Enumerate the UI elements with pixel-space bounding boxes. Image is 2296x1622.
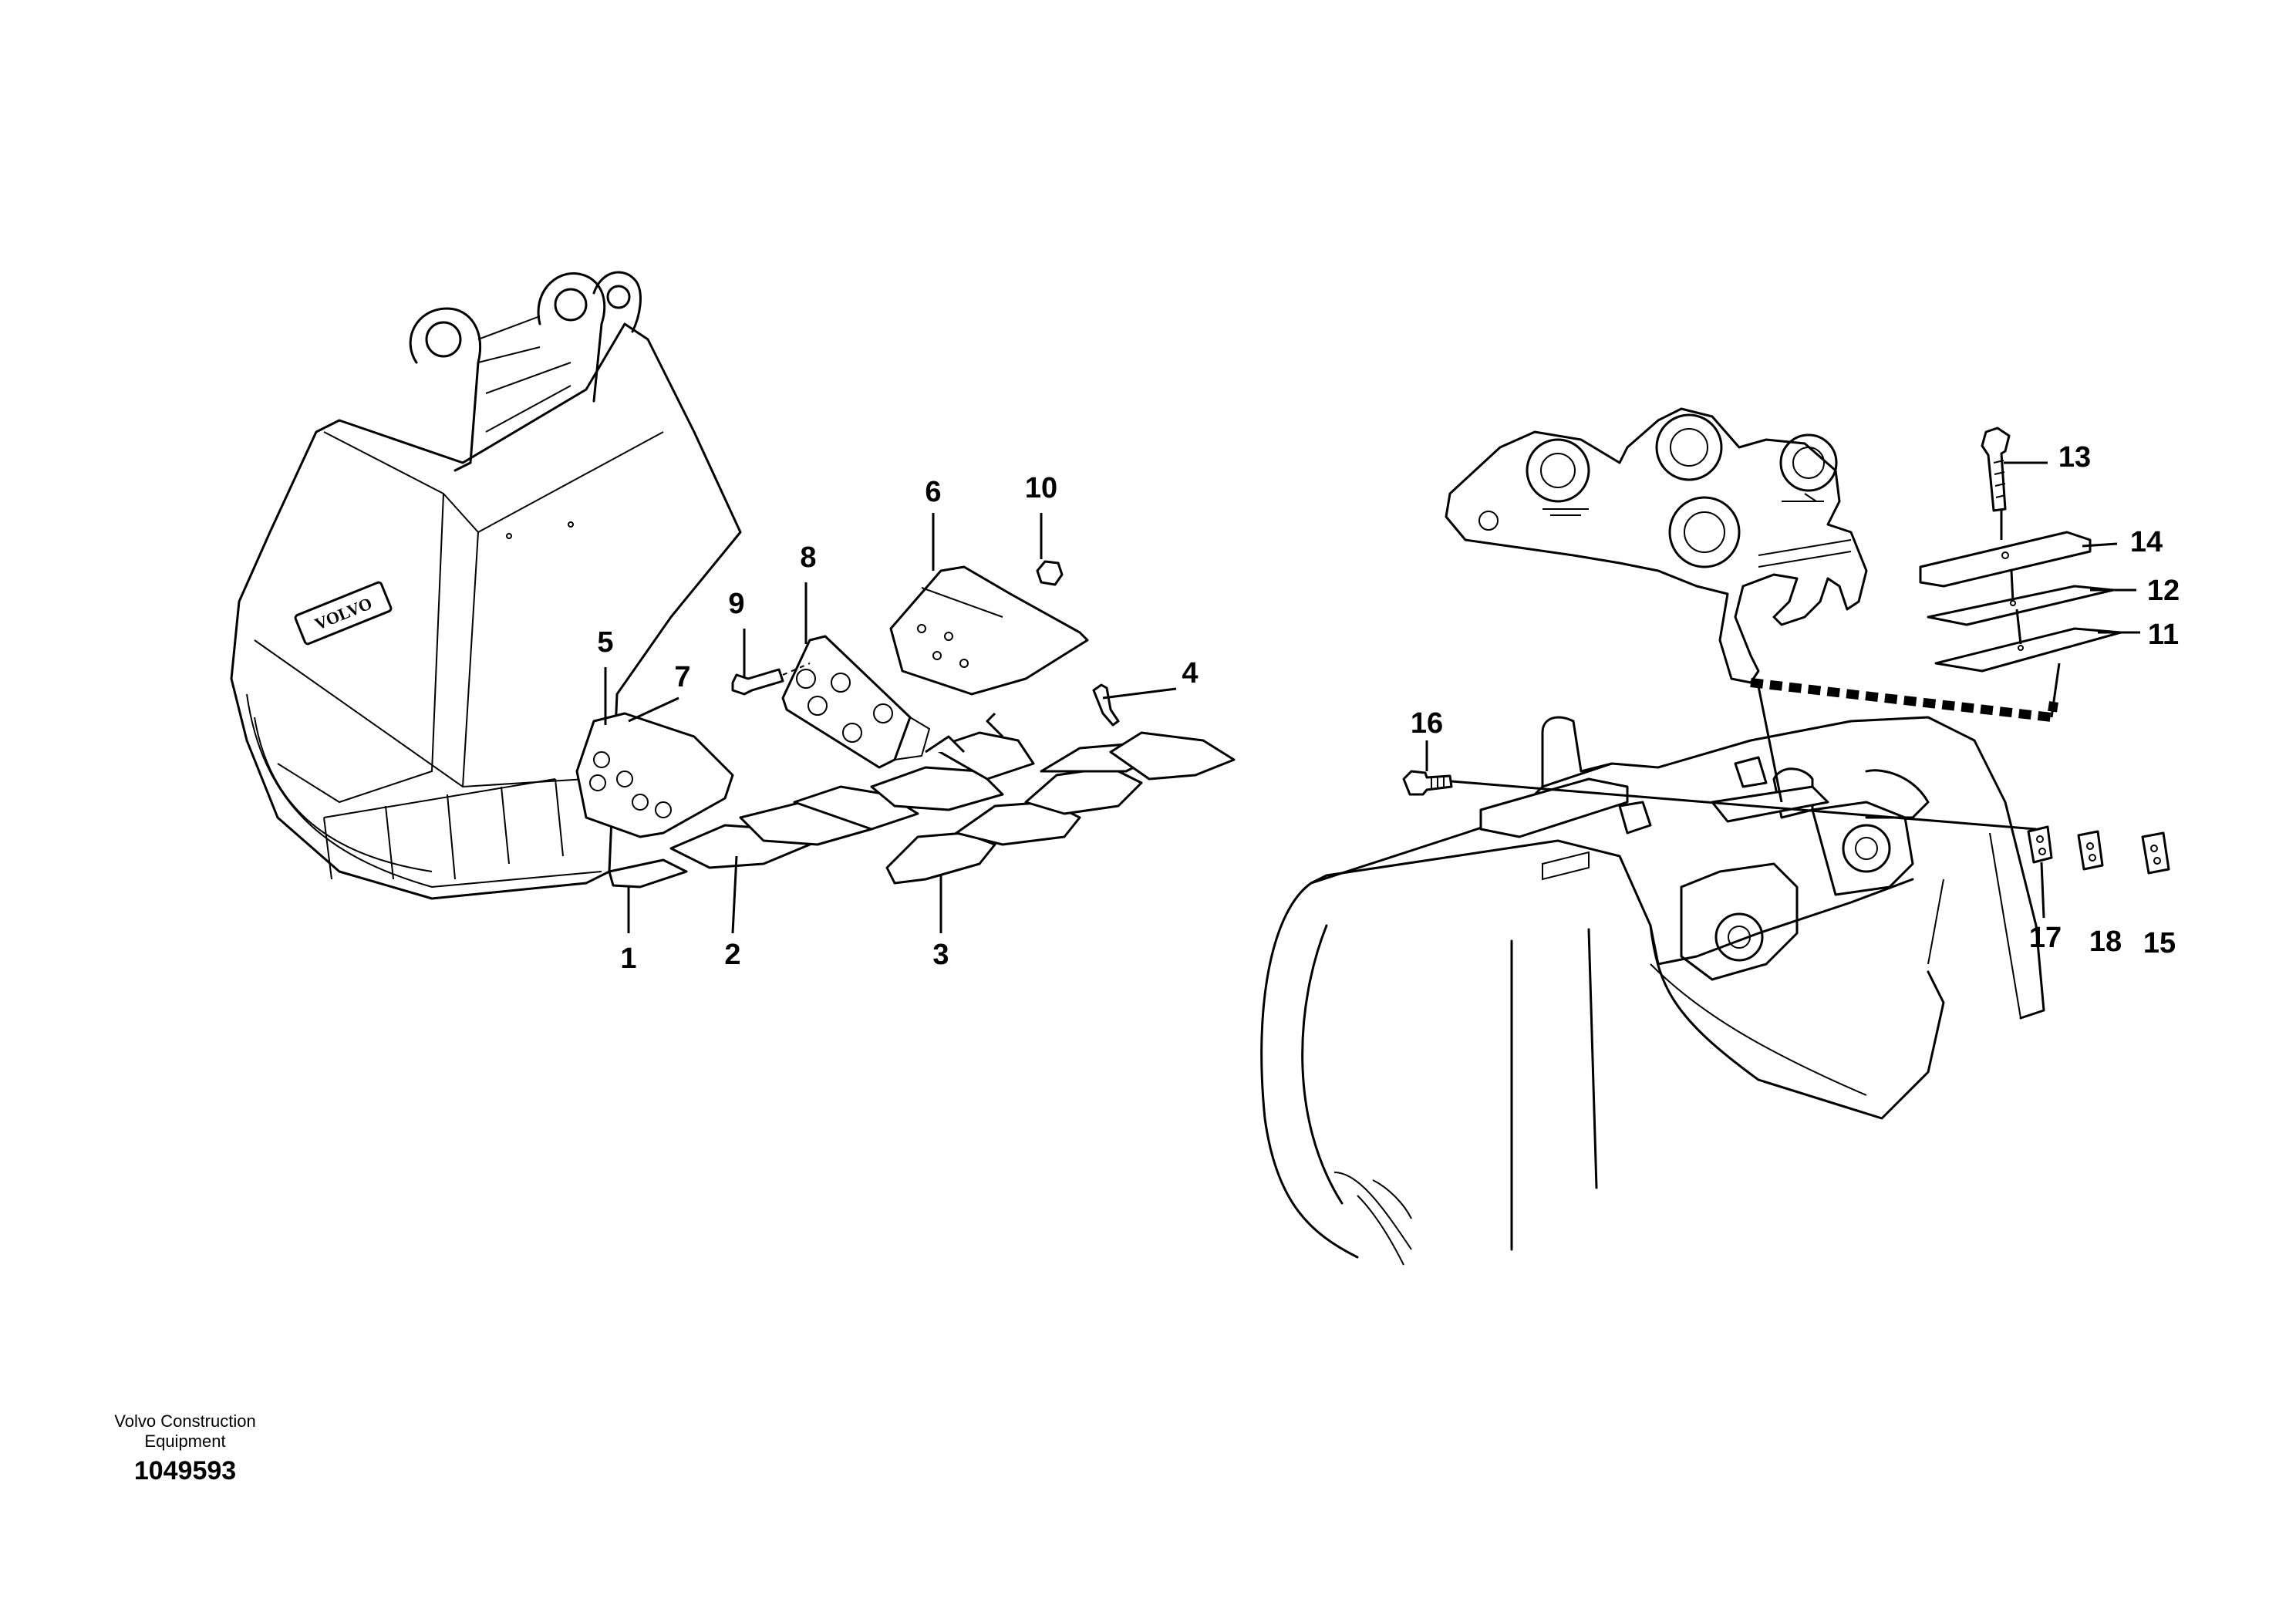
callout-11: 11 — [2148, 619, 2179, 651]
callout-5: 5 — [597, 626, 613, 659]
part-16-bolt — [1402, 770, 2037, 831]
document-number: 1049593 — [133, 1456, 237, 1485]
callout-15: 15 — [2143, 927, 2176, 959]
quick-coupler — [1445, 407, 1868, 684]
right-bucket — [1260, 716, 2045, 1266]
callout-10: 10 — [1025, 472, 1057, 504]
callout-4: 4 — [1182, 657, 1198, 690]
callout-1: 1 — [620, 943, 636, 975]
callout-18: 18 — [2089, 926, 2122, 958]
part-18-pad — [2077, 830, 2104, 871]
assembly-dashed-bracket — [1750, 678, 2058, 723]
assembly-leader — [2050, 663, 2061, 718]
part-15-pad — [2141, 831, 2170, 875]
part-14-plate — [1919, 531, 2092, 588]
part-17-pad — [2027, 825, 2053, 919]
callout-17: 17 — [2029, 922, 2062, 954]
part-10-nut — [1036, 560, 1064, 586]
part-1-shroud — [608, 858, 688, 889]
callout-12: 12 — [2147, 575, 2180, 607]
part-13-bolt — [1981, 427, 2011, 540]
callout-3: 3 — [932, 939, 949, 971]
callout-13: 13 — [2058, 441, 2091, 474]
teeth-row-loose — [885, 731, 1236, 885]
brand-line-2: Equipment — [144, 1431, 226, 1451]
part-8-plate — [781, 635, 931, 769]
callout-8: 8 — [800, 541, 816, 574]
brand-caption: Volvo Construction Equipment — [93, 1411, 278, 1452]
part-4-pin — [1092, 683, 1120, 727]
callout-14: 14 — [2130, 526, 2163, 558]
left-bucket: VOLVO — [230, 271, 742, 900]
bucket-logo-text: VOLVO — [312, 593, 374, 633]
callout-2: 2 — [724, 939, 740, 971]
callout-7: 7 — [674, 661, 690, 693]
brand-line-1: Volvo Construction — [114, 1411, 256, 1431]
callout-9: 9 — [728, 588, 744, 620]
callout-6: 6 — [925, 476, 941, 508]
part-5-7-side-cutter — [575, 712, 734, 838]
callout-numbers: 1 2 3 4 5 6 7 8 9 10 11 12 13 14 15 16 1… — [597, 441, 2180, 975]
teeth-row-attached — [669, 712, 1035, 869]
leader-lines — [604, 461, 2140, 934]
part-9-bolt — [731, 663, 811, 696]
callout-16: 16 — [1411, 707, 1443, 740]
part-6-side-cutter — [889, 565, 1089, 696]
